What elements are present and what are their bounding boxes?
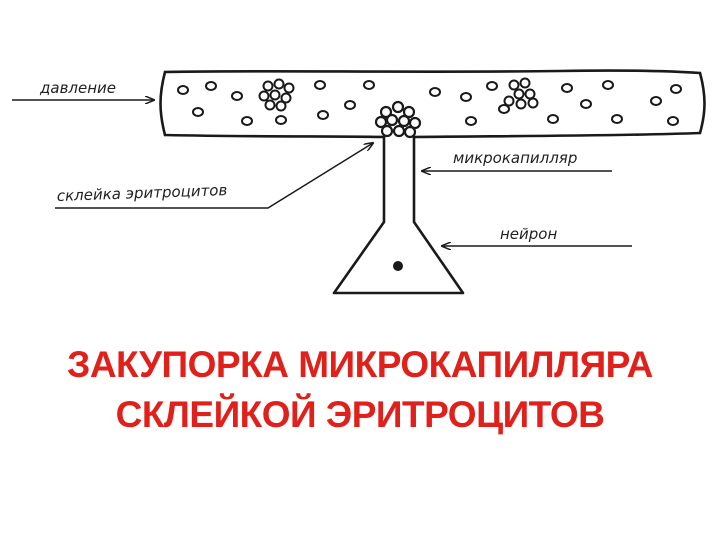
vessel-left-end <box>159 70 167 137</box>
capillary-blockage-diagram: давление микрокапилляр склейка эритроцит… <box>12 69 706 295</box>
microcapillary-label: микрокапилляр <box>453 149 577 167</box>
erythrocyte-clump-blockage <box>374 100 422 139</box>
erythrocyte <box>275 115 287 125</box>
erythrocyte <box>402 105 416 119</box>
title-line-2: СКЛЕЙКОЙ ЭРИТРОЦИТОВ <box>115 394 605 435</box>
erythrocyte <box>561 83 573 93</box>
erythrocyte <box>513 88 525 100</box>
erythrocyte <box>524 88 536 100</box>
erythrocyte <box>241 116 253 126</box>
erythrocyte <box>269 89 281 101</box>
erythrocyte-clump-arrow <box>55 143 373 209</box>
erythrocyte <box>205 81 217 91</box>
vessel-bottom-wall-left <box>163 133 386 139</box>
erythrocyte <box>374 115 388 129</box>
erythrocyte <box>527 97 539 109</box>
erythrocyte <box>602 80 614 90</box>
erythrocyte <box>317 110 329 120</box>
erythrocyte <box>379 105 393 119</box>
erythrocyte <box>650 96 662 106</box>
erythrocyte <box>670 84 682 94</box>
neuron-nucleus <box>393 261 403 271</box>
erythrocyte <box>264 99 276 111</box>
erythrocyte <box>547 114 559 124</box>
erythrocyte <box>385 113 399 127</box>
microcapillary <box>382 135 416 224</box>
blood-vessel <box>159 69 706 139</box>
erythrocyte <box>519 77 531 89</box>
erythrocyte <box>283 82 295 94</box>
erythrocyte <box>667 116 679 126</box>
erythrocyte <box>280 92 292 104</box>
vessel-top-wall <box>163 69 702 75</box>
erythrocyte <box>403 125 417 139</box>
erythrocyte <box>192 107 204 117</box>
slide-title: ЗАКУПОРКА МИКРОКАПИЛЛЯРА СКЛЕЙКОЙ ЭРИТРО… <box>0 340 720 440</box>
erythrocyte <box>262 80 274 92</box>
erythrocyte <box>465 116 477 126</box>
erythrocyte <box>498 104 510 114</box>
neuron-body <box>332 221 465 295</box>
erythrocyte-cluster-right <box>503 77 539 110</box>
erythrocyte <box>503 95 515 107</box>
erythrocyte <box>258 90 270 102</box>
vessel-bottom-wall-right <box>412 131 702 139</box>
title-line-1: ЗАКУПОРКА МИКРОКАПИЛЛЯРА <box>67 344 653 385</box>
vessel-right-end <box>698 71 706 135</box>
erythrocyte <box>380 124 394 138</box>
erythrocyte <box>273 78 285 90</box>
erythrocyte-cluster-left <box>258 78 295 112</box>
erythrocyte <box>460 92 472 102</box>
erythrocyte <box>177 85 189 95</box>
erythrocyte <box>486 81 498 91</box>
erythrocyte <box>515 98 527 110</box>
erythrocyte <box>397 114 411 128</box>
erythrocyte <box>391 100 405 114</box>
erythrocyte <box>275 100 287 112</box>
erythrocyte <box>344 100 356 110</box>
arrows <box>12 100 632 246</box>
erythrocyte <box>508 79 520 91</box>
pressure-label: давление <box>39 79 116 97</box>
neuron-outline <box>332 221 465 295</box>
erythrocyte-clump-label: склейка эритроцитов <box>57 181 228 205</box>
erythrocyte <box>314 80 326 90</box>
neuron-label: нейрон <box>500 225 557 243</box>
erythrocytes <box>177 80 682 126</box>
erythrocyte <box>429 87 441 97</box>
erythrocyte <box>611 114 623 124</box>
erythrocyte <box>580 99 592 109</box>
erythrocyte <box>231 91 243 101</box>
erythrocyte <box>392 124 406 138</box>
erythrocyte <box>408 116 422 130</box>
erythrocyte <box>363 80 375 90</box>
